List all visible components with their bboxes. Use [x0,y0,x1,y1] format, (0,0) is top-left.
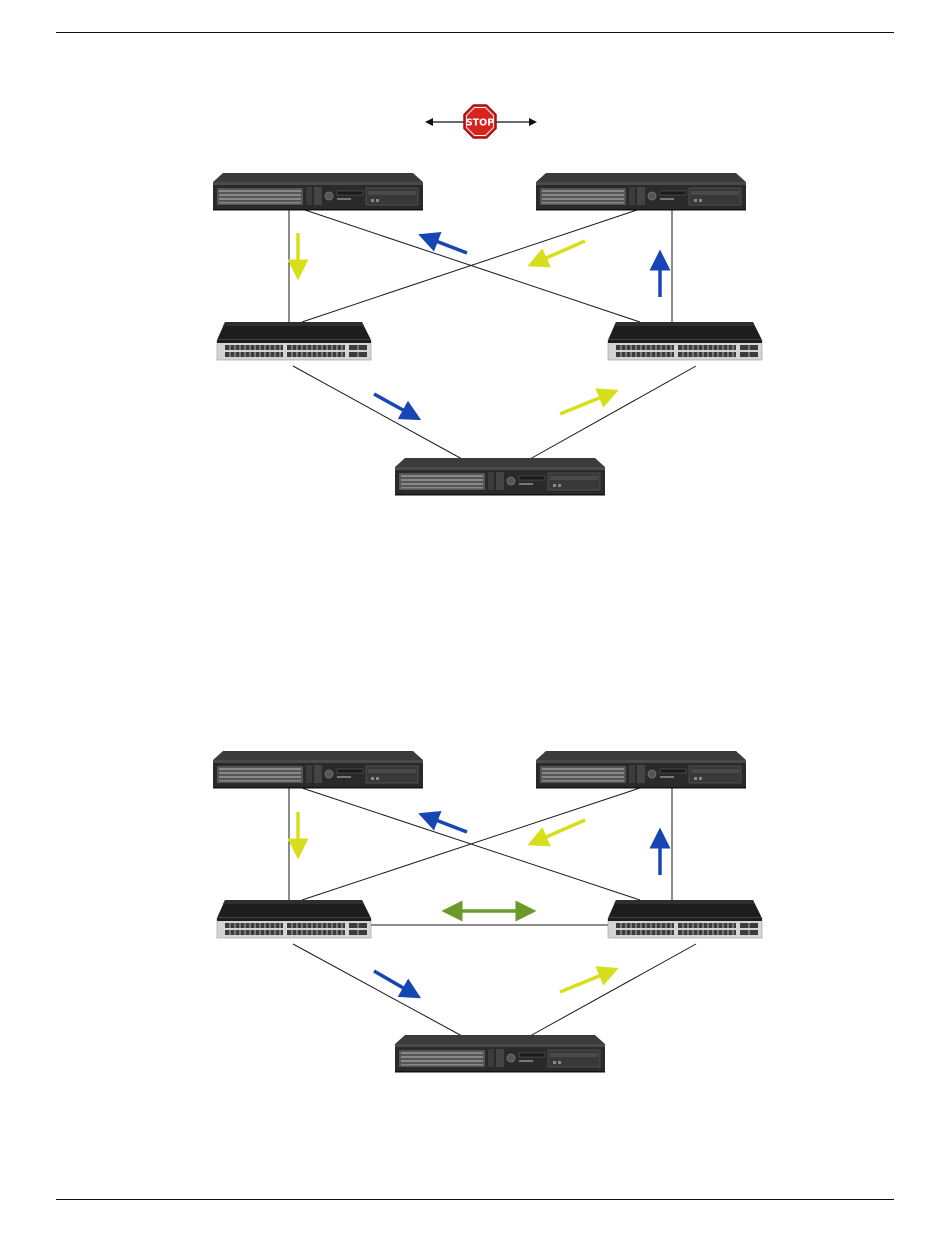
network-diagram-linked [0,735,950,1095]
server-top-left [213,751,423,789]
stop-legend: STOP [428,105,534,138]
stop-sign-icon: STOP [464,105,496,138]
network-diagram-blocked: STOP [0,95,950,515]
yellow-flow-arrow-up-right [560,394,609,414]
switch-right [608,900,762,938]
switch-left [217,322,371,360]
server-bottom [395,458,605,496]
stop-sign-label: STOP [466,118,494,129]
server-bottom [395,1035,605,1073]
yellow-flow-arrow-up-right [560,972,609,992]
switch-left [217,900,371,938]
footer-rule [56,1199,894,1200]
yellow-flow-arrow-left [537,241,585,262]
blue-flow-arrow-down-right [374,394,412,415]
yellow-flow-arrow-left [537,820,585,841]
server-top-left [213,173,423,211]
blue-flow-arrow-left [428,238,467,253]
server-top-right [536,751,746,789]
switch-right [608,322,762,360]
header-rule [56,32,894,33]
blue-flow-arrow-left [428,817,467,832]
server-top-right [536,173,746,211]
blue-flow-arrow-down-right [374,971,412,993]
